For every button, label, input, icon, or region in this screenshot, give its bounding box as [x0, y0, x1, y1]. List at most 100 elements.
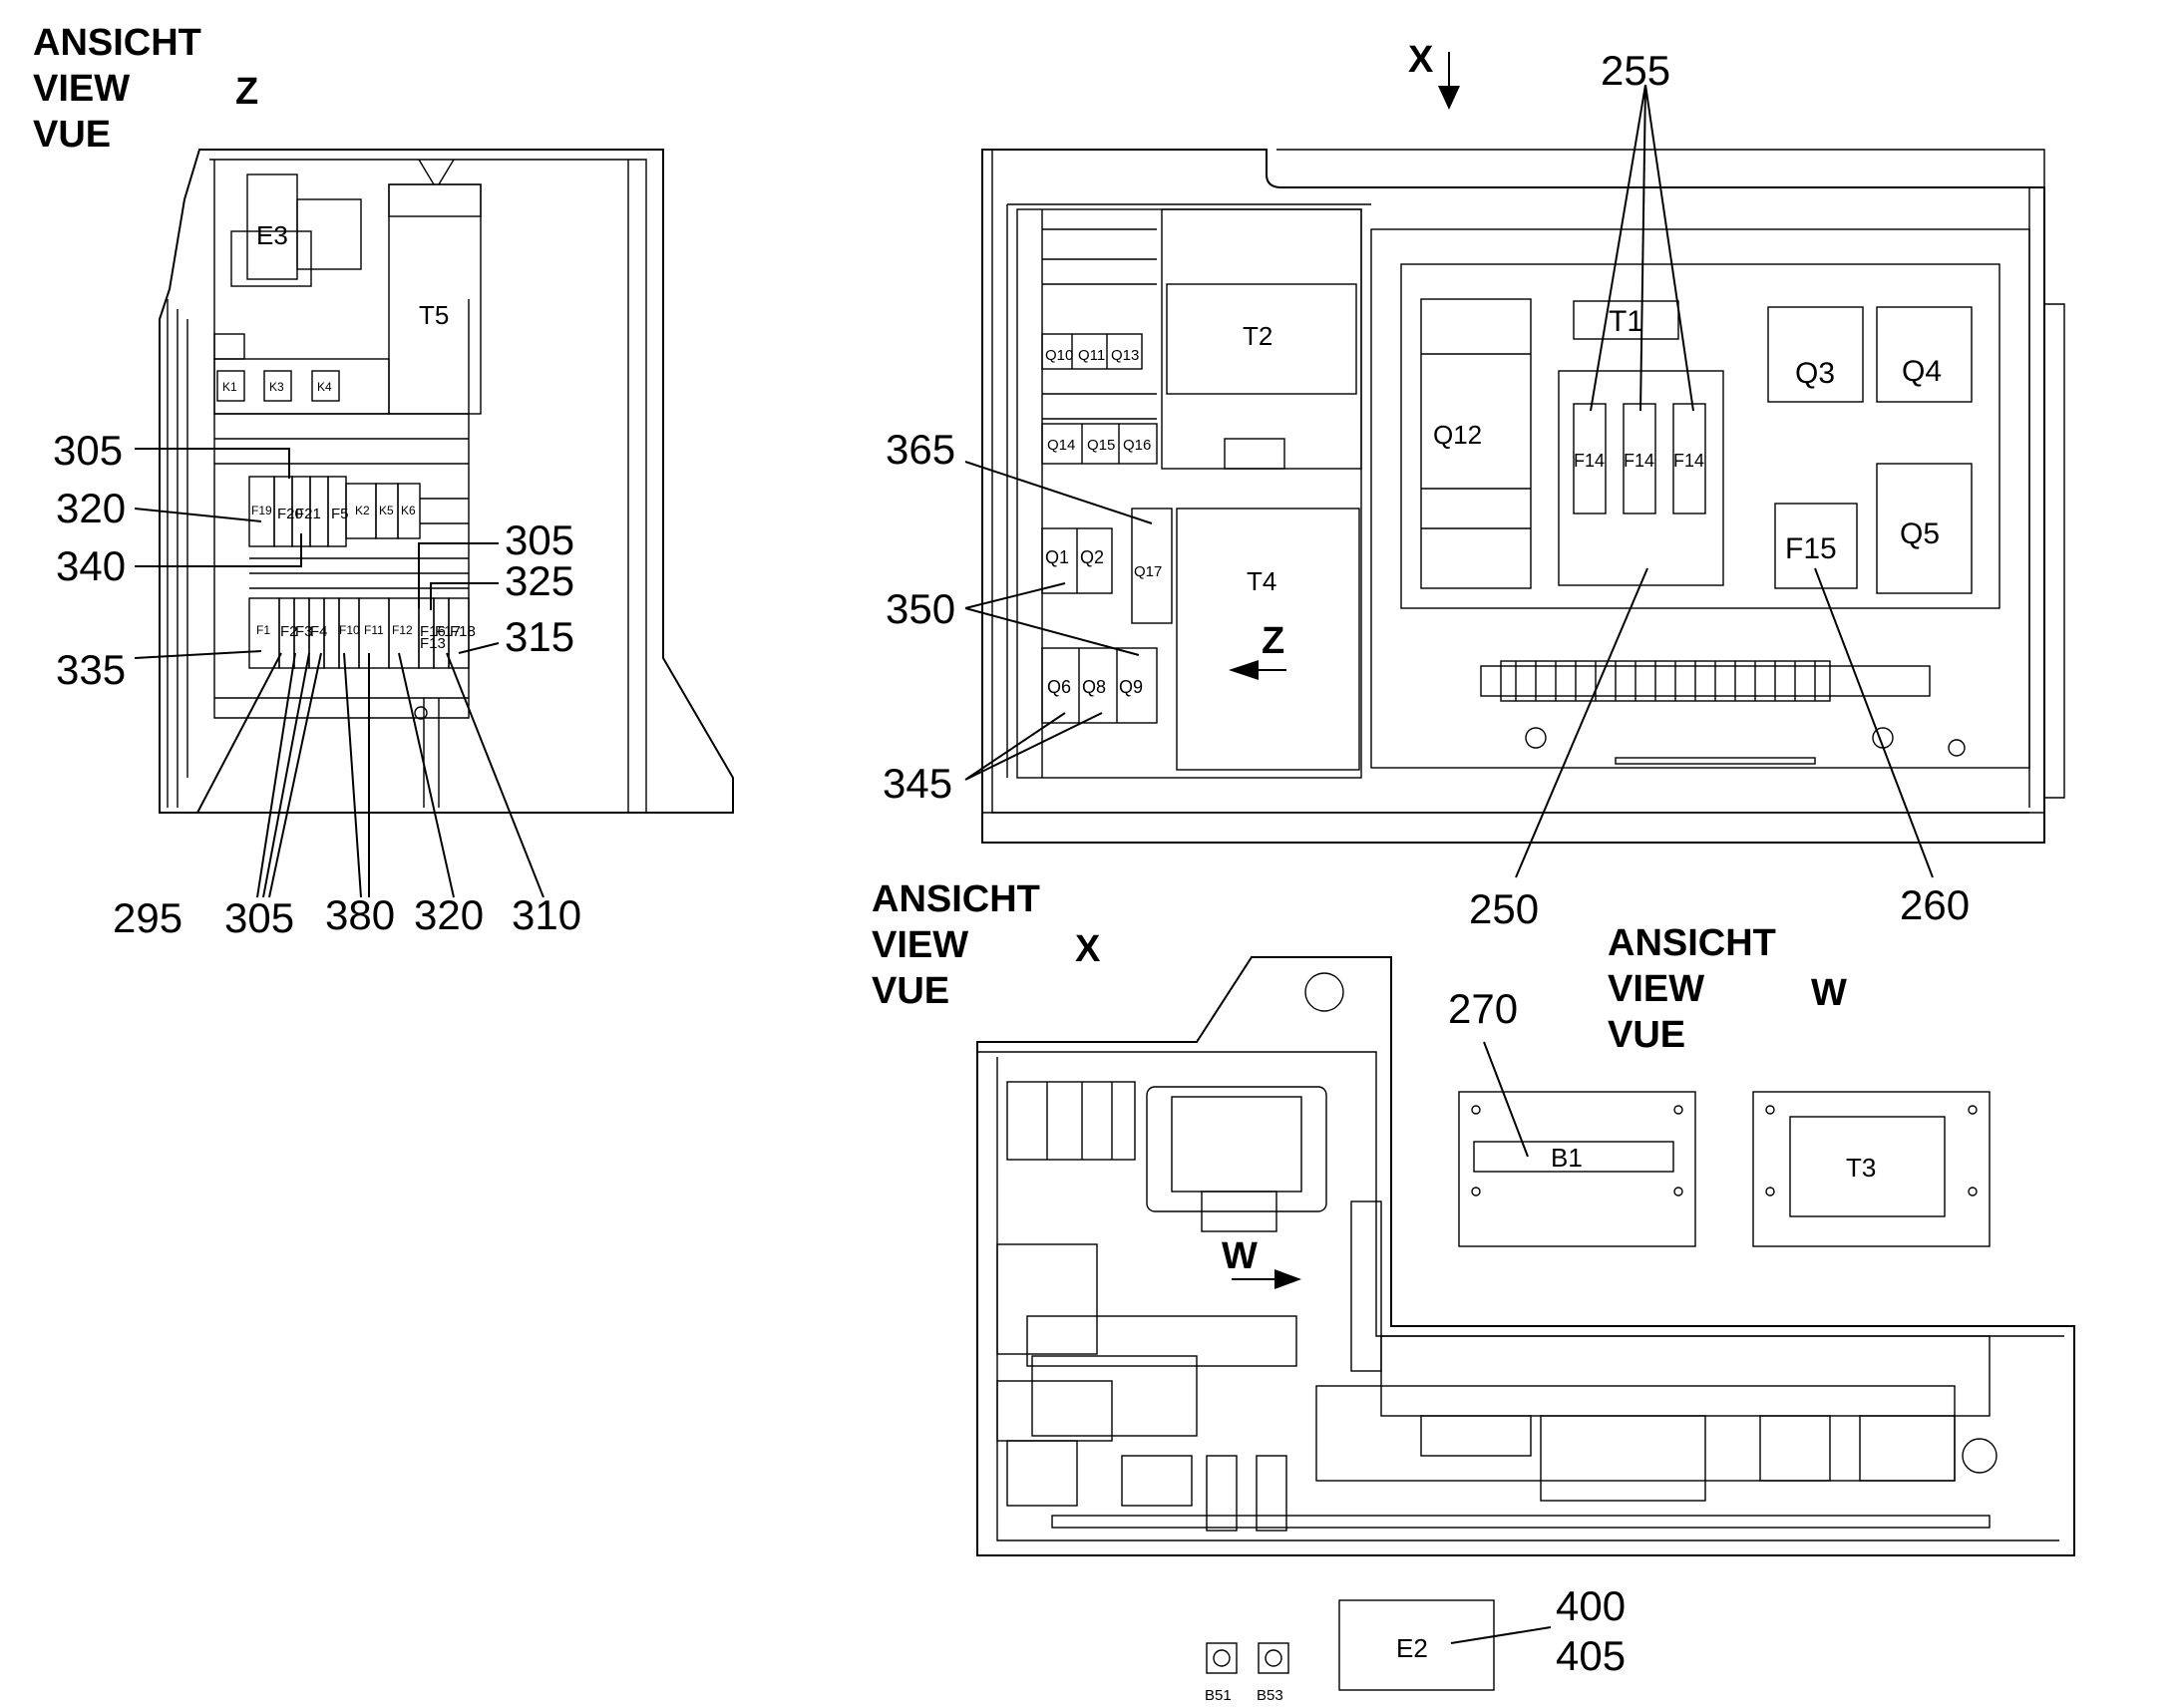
arrow-w-head	[1274, 1269, 1301, 1289]
component-k3: K3	[269, 380, 284, 394]
callout-295: 295	[113, 894, 182, 941]
component-q4: Q4	[1902, 355, 1942, 388]
component-f10: F10	[339, 623, 360, 637]
component-q17: Q17	[1134, 563, 1162, 580]
arrow-z-head	[1229, 660, 1259, 680]
component-q2: Q2	[1080, 547, 1104, 567]
component-t4: T4	[1247, 566, 1276, 596]
view-main-callouts: 255 365 350 345 250 260	[883, 47, 1970, 932]
callout-305-b: 305	[505, 516, 574, 563]
callout-250: 250	[1469, 885, 1539, 932]
component-f1: F1	[256, 623, 270, 637]
heading-x-ansicht: ANSICHT	[872, 878, 1040, 920]
callout-270: 270	[1448, 985, 1518, 1032]
component-k6: K6	[401, 504, 416, 517]
callout-380: 380	[325, 891, 395, 938]
component-e3: E3	[256, 220, 288, 250]
component-k5: K5	[379, 504, 394, 517]
component-f16: F16	[420, 623, 446, 640]
view-main-drawing: X T2 Q10 Q11 Q13 Q14 Q15 Q16 Q1 Q2 Q17	[964, 39, 2065, 878]
component-b53: B53	[1257, 1687, 1283, 1704]
callout-255: 255	[1601, 47, 1670, 94]
callout-400: 400	[1556, 1582, 1626, 1629]
callout-305-a: 305	[53, 427, 123, 474]
component-q11: Q11	[1078, 347, 1105, 364]
component-k2: K2	[355, 504, 370, 517]
component-q9: Q9	[1119, 677, 1143, 697]
view-x-drawing: W B1 T3 E2	[976, 956, 2075, 1704]
view-z-callouts: 305 320 340 305 325 335 315 295 305 380 …	[53, 427, 581, 941]
component-f21: F21	[295, 506, 321, 522]
component-q15: Q15	[1087, 437, 1115, 454]
heading-w-view: VIEW	[1608, 968, 1704, 1010]
heading-view-x: ANSICHT VIEW VUE X	[872, 878, 1101, 1012]
component-q12: Q12	[1433, 420, 1482, 450]
callout-320-b: 320	[414, 891, 484, 938]
component-q1: Q1	[1045, 547, 1069, 567]
component-k4: K4	[317, 380, 332, 394]
view-x-callouts: 270 400 405	[1448, 985, 1626, 1679]
heading-z-view: VIEW	[33, 68, 130, 110]
component-t5: T5	[419, 300, 449, 330]
component-f19: F19	[251, 504, 272, 517]
component-q16: Q16	[1123, 437, 1151, 454]
component-f5: F5	[331, 506, 349, 522]
callout-405: 405	[1556, 1632, 1626, 1679]
heading-z-vue: VUE	[33, 114, 111, 156]
callout-325: 325	[505, 557, 574, 604]
heading-z-letter: Z	[235, 71, 258, 113]
callout-345: 345	[883, 760, 952, 807]
arrow-w-label: W	[1222, 1235, 1258, 1277]
cabinet-main-outline	[981, 149, 2045, 844]
heading-w-ansicht: ANSICHT	[1608, 922, 1776, 964]
arrow-x-head	[1438, 86, 1460, 110]
component-f18: F18	[450, 623, 476, 640]
heading-z-ansicht: ANSICHT	[33, 22, 201, 64]
component-b51: B51	[1205, 1687, 1232, 1704]
callout-315: 315	[505, 613, 574, 660]
component-q14: Q14	[1047, 437, 1075, 454]
cabinet-x-outline	[976, 956, 2075, 1556]
component-k1: K1	[222, 380, 237, 394]
component-b1: B1	[1551, 1143, 1583, 1173]
component-q5: Q5	[1900, 517, 1940, 550]
component-q6: Q6	[1047, 677, 1071, 697]
component-f3: F3	[295, 623, 313, 640]
heading-x-view: VIEW	[872, 924, 968, 966]
component-f15: F15	[1785, 532, 1837, 565]
heading-view-w: ANSICHT VIEW VUE W	[1608, 922, 1847, 1056]
component-f2: F2	[280, 623, 298, 640]
component-f14-b: F14	[1624, 451, 1654, 471]
component-t3: T3	[1846, 1153, 1876, 1183]
callout-350: 350	[886, 585, 955, 632]
component-f11: F11	[364, 623, 384, 637]
callout-340: 340	[56, 542, 126, 589]
component-q3: Q3	[1795, 357, 1835, 390]
arrow-x-label: X	[1408, 39, 1434, 81]
cabinet-z-outline	[159, 149, 734, 814]
callout-365: 365	[886, 426, 955, 473]
component-e2: E2	[1396, 1633, 1428, 1663]
heading-x-vue: VUE	[872, 970, 949, 1012]
view-z-drawing: E3 T5 K1 K3 K4 F19 F20 F21 F5 K2 K5 K6	[134, 149, 734, 898]
component-f12: F12	[392, 623, 413, 637]
callout-320-a: 320	[56, 485, 126, 531]
component-f14-c: F14	[1673, 451, 1704, 471]
callout-335: 335	[56, 646, 126, 693]
heading-x-letter: X	[1075, 928, 1101, 970]
component-t1: T1	[1609, 305, 1643, 338]
component-f20: F20	[277, 506, 303, 522]
heading-w-vue: VUE	[1608, 1014, 1685, 1056]
component-f14-a: F14	[1574, 451, 1605, 471]
component-q13: Q13	[1111, 347, 1139, 364]
callout-305-c: 305	[224, 894, 294, 941]
callout-310: 310	[512, 891, 581, 938]
component-f13: F13	[420, 635, 446, 652]
component-q8: Q8	[1082, 677, 1106, 697]
component-q10: Q10	[1045, 347, 1073, 364]
heading-w-letter: W	[1811, 972, 1847, 1014]
callout-260: 260	[1900, 881, 1970, 928]
heading-view-z: ANSICHT VIEW VUE Z	[33, 22, 258, 156]
component-f17: F17	[435, 623, 461, 640]
